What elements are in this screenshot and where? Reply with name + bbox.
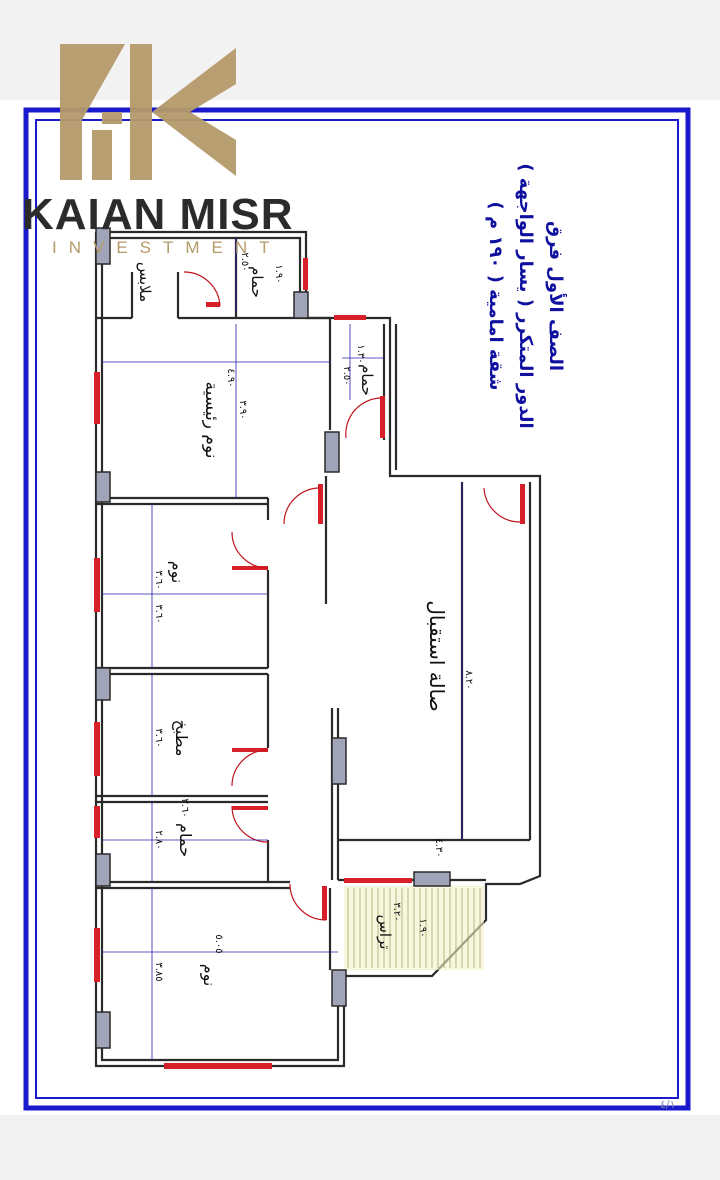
room-label-kitchen: مطبخ <box>171 720 191 757</box>
door-swings <box>183 271 521 921</box>
dim-label: ٣.٢٠ <box>391 902 402 921</box>
dim-label: ٢.٥٠ <box>239 252 250 271</box>
title-line-2: الدور المتكرر ( يسار الواجهة ) <box>515 163 536 428</box>
dim-label: ٥.٠٥ <box>213 934 224 953</box>
room-label-bath-mid: حمام <box>358 364 376 396</box>
columns <box>95 227 451 1049</box>
room-label-dressing: ملابس <box>136 262 154 302</box>
dim-label: ٢.٨٠ <box>153 830 164 849</box>
dim-label: ٨.٢٠ <box>463 670 474 689</box>
room-label-terrace: تراس <box>376 915 394 950</box>
frame-outer <box>23 107 691 1111</box>
brand-tagline: INVESTMENT <box>52 238 282 257</box>
dim-label: ٣.٦٠ <box>153 604 164 623</box>
dim-label: ٣.٨٥ <box>153 962 164 981</box>
page-number: ٤/١ <box>660 1098 676 1111</box>
room-label-bath-lower: حمام <box>176 823 195 857</box>
title-block: الصف الأول فرق الدور المتكرر ( يسار الوا… <box>485 163 567 428</box>
dimension-labels: ٢.٥٠ ١.٩٠ ١.٣٠ ٢.٥٠ ٤.٩٠ ٣.٩٠ ٣.٦٠ ٣.٦٠ … <box>153 252 474 981</box>
dim-label: ٣.٦٠ <box>179 798 190 817</box>
dim-label: ٣.٦٠ <box>153 728 164 747</box>
dim-label: ٢.٥٠ <box>341 366 352 385</box>
title-line-3: شقة امامية ( ١٩٠ م ) <box>485 201 506 390</box>
room-label-bath-top: حمام <box>248 266 266 298</box>
dim-label: ٤.٩٠ <box>225 368 236 387</box>
title-line-1: الصف الأول فرق <box>545 221 567 371</box>
room-labels: ملابس حمام حمام نوم رئيسية نوم مطبخ حمام… <box>136 262 449 986</box>
room-label-reception: صالة استقبال <box>425 600 449 711</box>
frame-inner <box>35 119 679 1099</box>
dim-label: ١.٩٠ <box>273 264 284 283</box>
dim-label: ١.٩٠ <box>417 918 428 937</box>
dim-label: ٣.٦٠ <box>153 570 164 589</box>
room-label-bedroom-2: نوم <box>167 561 187 584</box>
room-label-master-bedroom: نوم رئيسية <box>201 382 221 459</box>
logo-mark <box>60 44 236 180</box>
dim-label: ٣.٩٠ <box>237 400 248 419</box>
dimension-lines <box>102 238 463 1060</box>
terrace-hatch <box>344 886 484 970</box>
dim-label: ١.٣٠ <box>355 344 366 363</box>
dim-label: ٤.٣٠ <box>433 838 444 857</box>
brand-name: KAIAN MISR <box>22 190 294 239</box>
windows <box>94 258 525 1069</box>
room-label-bedroom-3: نوم <box>199 964 219 987</box>
